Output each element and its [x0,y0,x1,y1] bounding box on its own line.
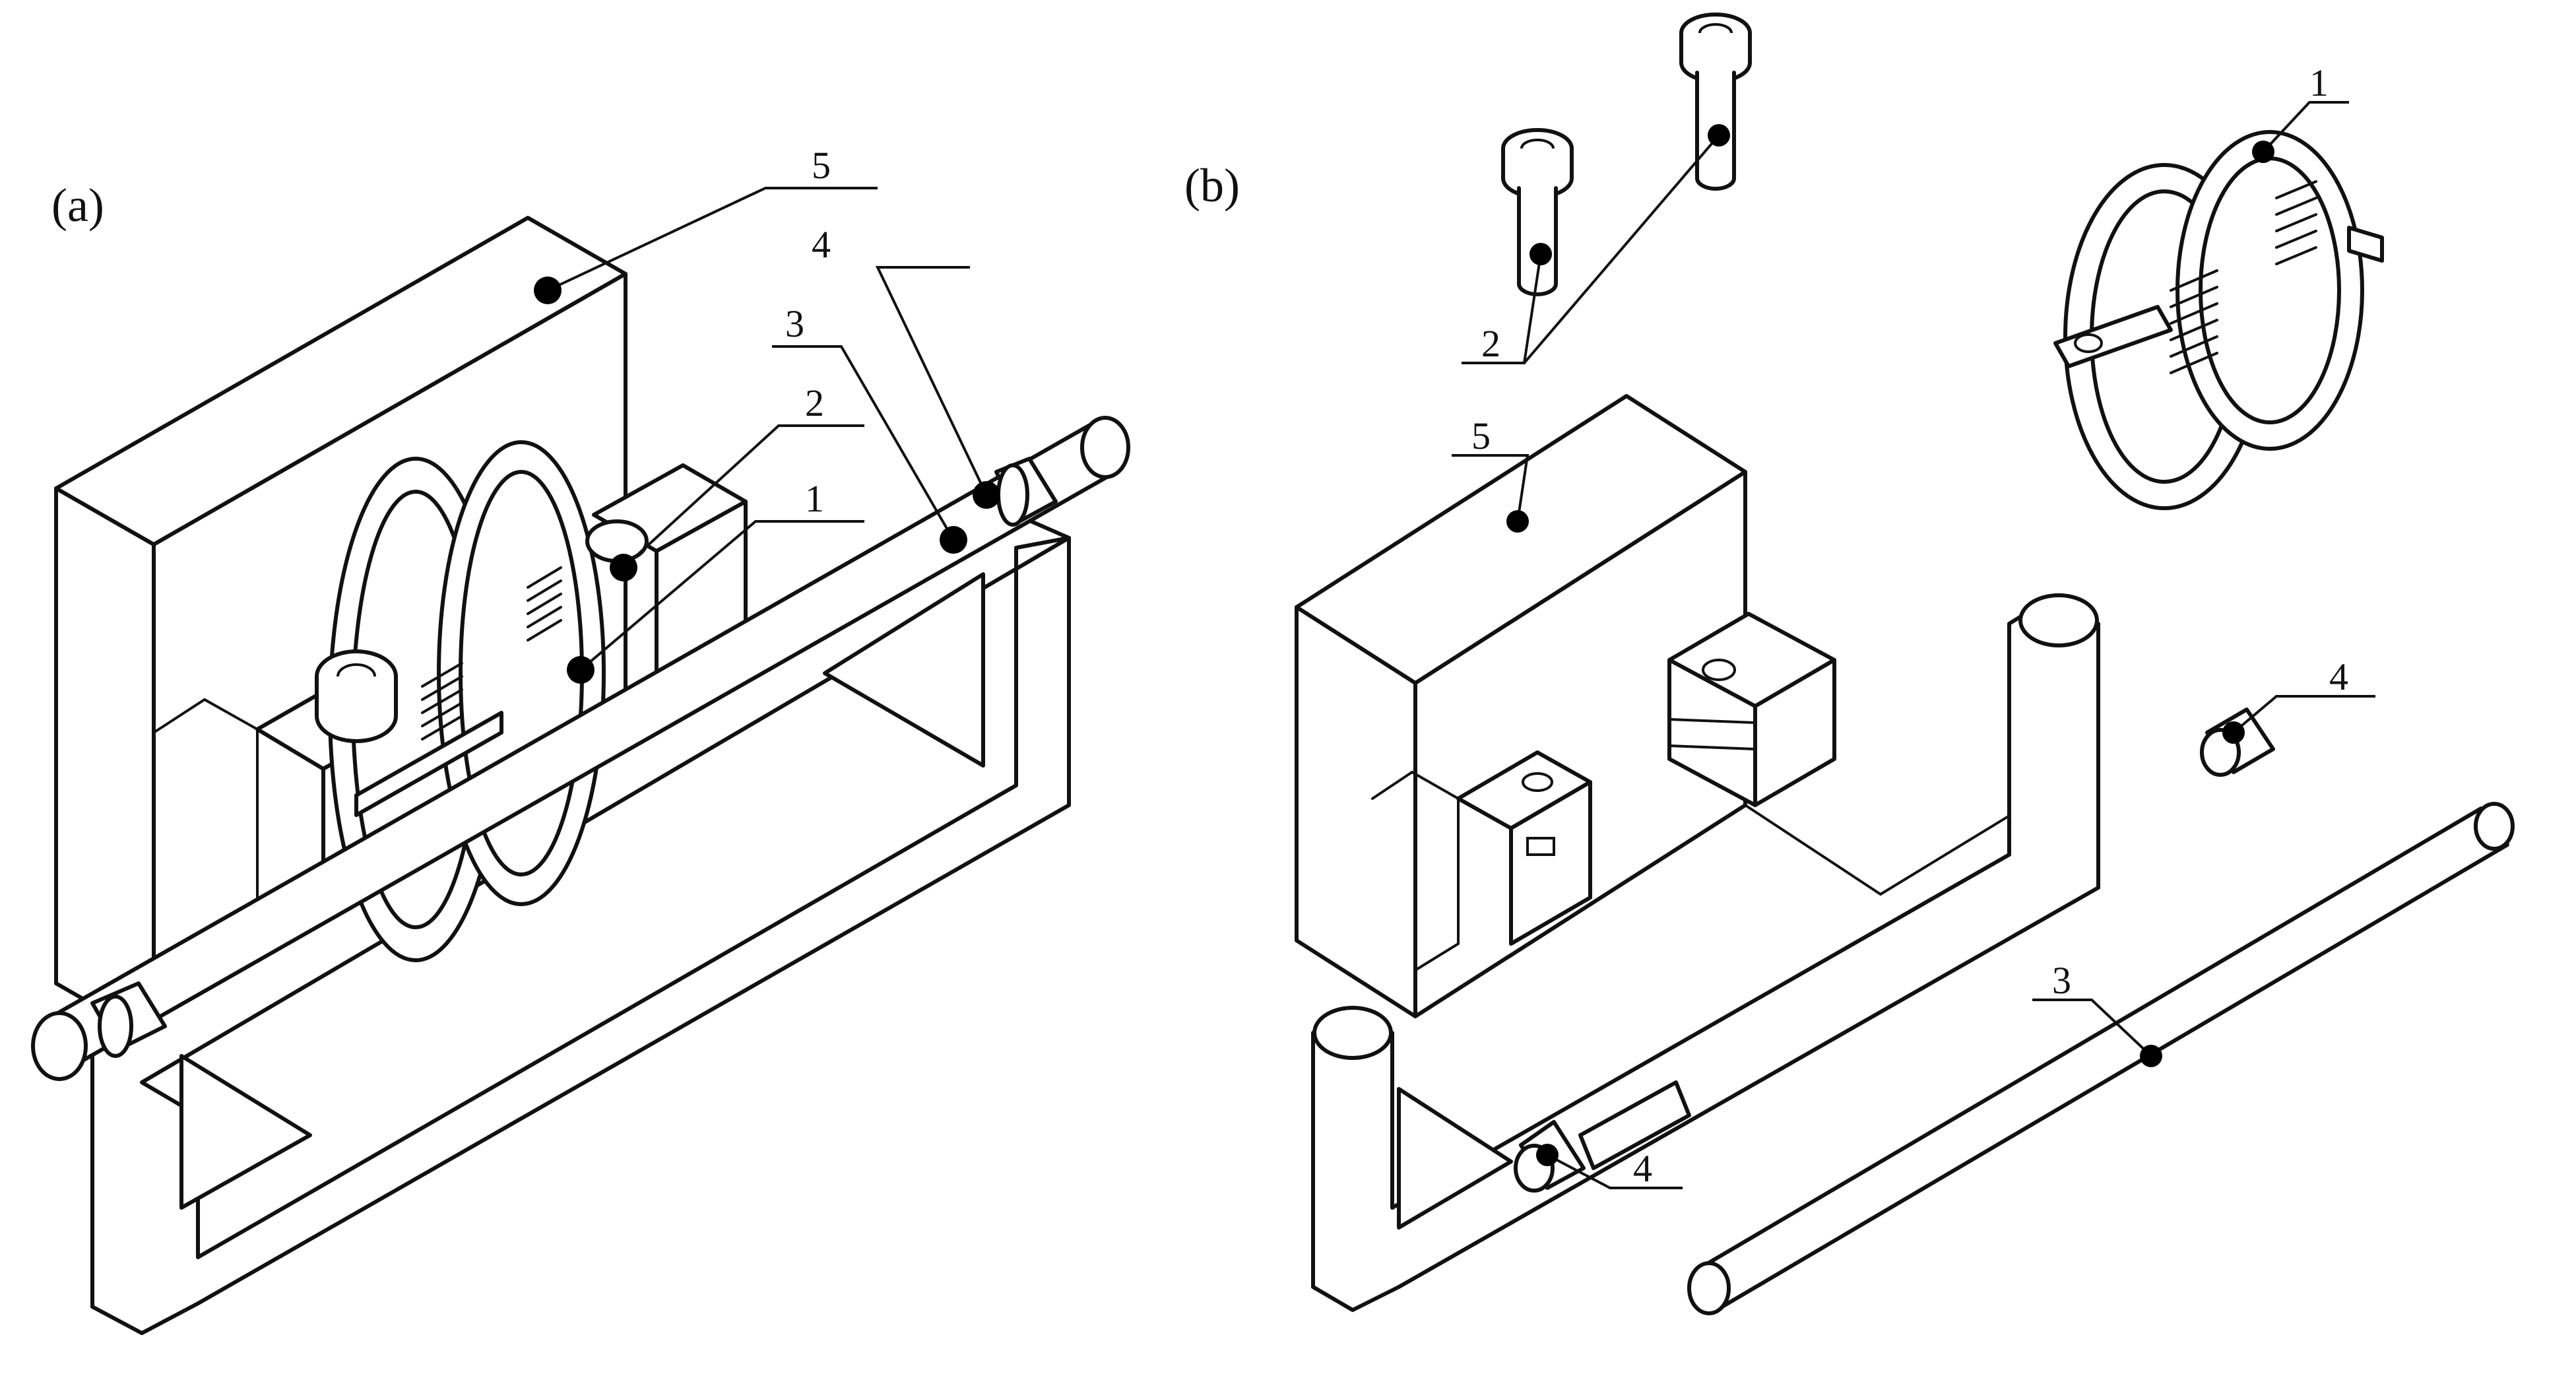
dial-assembly-exploded [2053,130,2384,510]
callout-a-4: 4 [812,223,1000,509]
shaft-exploded [1687,802,2515,1315]
callout-b-2: 2 [1462,124,1730,365]
callouts-panel-a: 5 4 3 2 1 [534,144,1000,684]
svg-text:4: 4 [1633,1147,1652,1190]
slotted-blocks-exploded [1456,612,1836,946]
dial-scale-marks-b [2170,180,2317,374]
panel-a: (a) [31,144,1130,1335]
svg-text:3: 3 [785,302,804,345]
svg-text:2: 2 [805,381,824,424]
screw-left [1501,128,1574,296]
callout-a-3: 3 [772,302,967,554]
svg-text:4: 4 [2329,655,2348,698]
svg-text:2: 2 [1481,322,1500,365]
callout-b-1: 1 [2252,61,2349,163]
callout-b-5: 5 [1452,414,1530,533]
shaft-assembled [31,416,1130,1081]
callout-a-2: 2 [610,381,864,581]
panel-b-label: (b) [1184,159,1240,212]
panel-a-label: (a) [51,179,104,232]
panel-b: (b) [1184,13,2515,1315]
callouts-panel-b: 2 1 5 4 4 [1452,61,2375,1190]
screw-right [1679,13,1752,191]
base-plate-exploded [1295,394,2017,1018]
svg-text:3: 3 [2052,959,2071,1002]
svg-text:1: 1 [805,477,824,520]
callout-a-1: 1 [567,477,864,684]
screw-assembled [315,519,649,743]
callout-a-5: 5 [534,144,878,304]
dial-scale-marks-a [421,566,562,740]
svg-text:1: 1 [2309,61,2329,104]
svg-text:5: 5 [812,144,831,187]
bushings-assembled [90,457,1058,1058]
callout-b-4-upper: 4 [2222,655,2375,744]
u-frame-assembled [90,513,1071,1335]
callout-b-4-lower: 4 [1536,1144,1683,1190]
svg-text:4: 4 [812,223,831,266]
svg-text:5: 5 [1471,414,1491,457]
callout-b-3: 3 [2032,959,2162,1067]
u-frame-exploded [1311,593,2100,1312]
